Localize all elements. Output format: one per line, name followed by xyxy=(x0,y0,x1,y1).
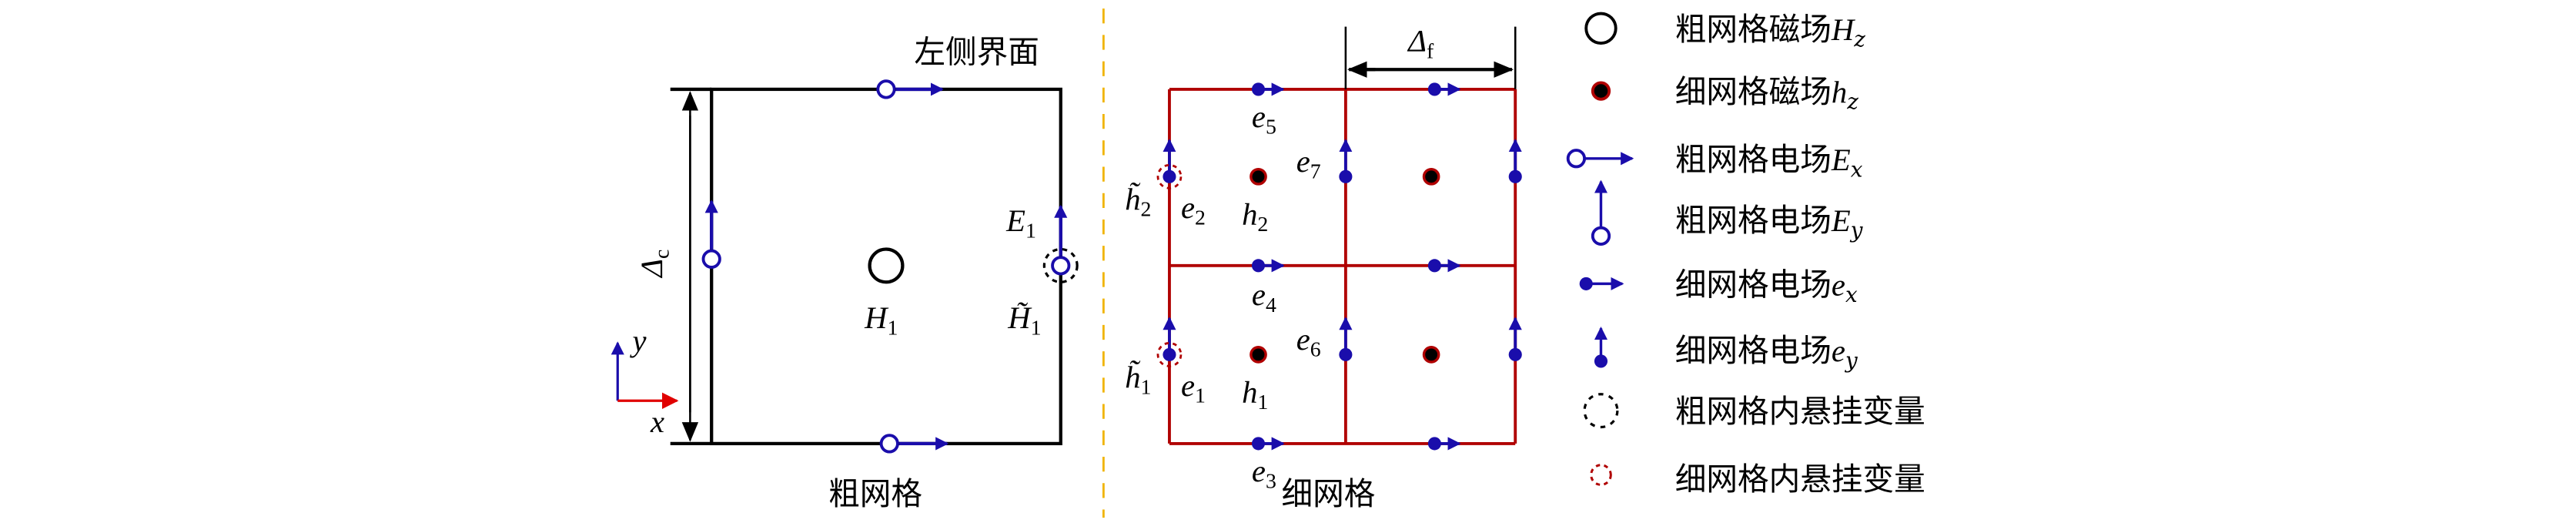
legend-item: 粗网格磁场Hz xyxy=(1675,11,1865,52)
legend-dot-icon xyxy=(1594,354,1608,368)
legend-item: 细网格磁场hz xyxy=(1675,73,1858,115)
Ey-node-icon xyxy=(701,249,721,269)
ey-node-icon xyxy=(1508,347,1522,361)
hz-node-icon xyxy=(1250,346,1267,364)
legend-filled-dot-icon xyxy=(1591,81,1611,101)
legend-dot-icon xyxy=(1579,277,1593,290)
fine-hanging-variable-icon xyxy=(1156,163,1183,189)
legend-open-circle-icon xyxy=(1566,149,1587,169)
e6-label: e6 xyxy=(1296,322,1321,362)
legend-dashed-black-circle-icon xyxy=(1583,393,1619,429)
legend-dashed-red-circle-icon xyxy=(1590,464,1612,486)
ey-node-icon xyxy=(1339,169,1353,183)
E1-node-icon xyxy=(1051,256,1071,276)
h1-tilde-label: h̃1 xyxy=(1125,360,1151,400)
fine-grid-title: 细网格 xyxy=(1281,475,1375,512)
delta-f-label: Δf xyxy=(1407,24,1434,64)
hz-node-icon xyxy=(1422,167,1440,186)
legend-item: 粗网格电场Ex xyxy=(1675,141,1863,183)
Ex-node-icon xyxy=(876,79,896,99)
legend: 粗网格磁场Hz 细网格磁场hz 粗网格电场Ex 粗网格电场Ey 细网格电场ex … xyxy=(1566,11,1925,498)
ex-node-icon xyxy=(1251,437,1266,451)
E1-label: E1 xyxy=(1005,203,1036,243)
x-axis-label: x xyxy=(650,404,664,439)
ey-node-icon xyxy=(1339,347,1353,361)
e2-label: e2 xyxy=(1181,190,1206,230)
ey-node-icon xyxy=(1508,169,1522,183)
ey-node-icon xyxy=(1163,347,1176,361)
ex-node-icon xyxy=(1251,82,1266,96)
legend-item: 细网格电场ey xyxy=(1675,332,1858,374)
H1-tilde-label: H̃1 xyxy=(1007,300,1041,340)
coarse-grid-title: 粗网格 xyxy=(828,475,922,512)
interface-label: 左侧界面 xyxy=(914,34,1039,71)
e7-label: e7 xyxy=(1296,144,1321,184)
H1-node-icon xyxy=(868,247,905,284)
h1-label: h1 xyxy=(1242,374,1268,414)
hz-node-icon xyxy=(1250,167,1267,186)
h2-tilde-label: h̃2 xyxy=(1125,182,1151,222)
fine-grid-labels: Δf e5 e7 h̃2 e2 h2 e4 e6 h̃1 e1 h1 e3 细网… xyxy=(1125,24,1517,512)
H1-label: H1 xyxy=(864,300,898,340)
legend-item: 细网格电场ex xyxy=(1675,266,1858,307)
fine-grid xyxy=(1156,82,1522,451)
coarse-grid: Δc H1 H̃1 E1 左侧界面 粗网格 y x xyxy=(611,34,1079,512)
h2-label: h2 xyxy=(1242,196,1268,236)
ex-node-icon xyxy=(1251,259,1266,273)
e3-label: e3 xyxy=(1252,454,1276,494)
y-axis-label: y xyxy=(630,324,647,358)
Ex-node-icon xyxy=(879,434,899,454)
e5-label: e5 xyxy=(1252,99,1276,139)
hanging-variable-icon xyxy=(1042,247,1079,283)
hz-node-icon xyxy=(1422,346,1440,364)
e1-label: e1 xyxy=(1181,368,1206,408)
legend-open-circle-icon xyxy=(1591,226,1611,246)
ex-node-icon xyxy=(1427,259,1441,273)
ey-node-icon xyxy=(1163,169,1176,183)
delta-c-label: Δc xyxy=(634,250,674,279)
legend-item: 细网格内悬挂变量 xyxy=(1675,461,1925,498)
legend-open-circle-icon xyxy=(1584,12,1618,45)
ex-node-icon xyxy=(1427,437,1441,451)
e4-label: e4 xyxy=(1252,277,1276,317)
fine-hanging-variable-icon xyxy=(1156,342,1183,367)
ex-node-icon xyxy=(1427,82,1441,96)
legend-item: 粗网格电场Ey xyxy=(1675,202,1863,243)
legend-item: 粗网格内悬挂变量 xyxy=(1675,393,1925,430)
